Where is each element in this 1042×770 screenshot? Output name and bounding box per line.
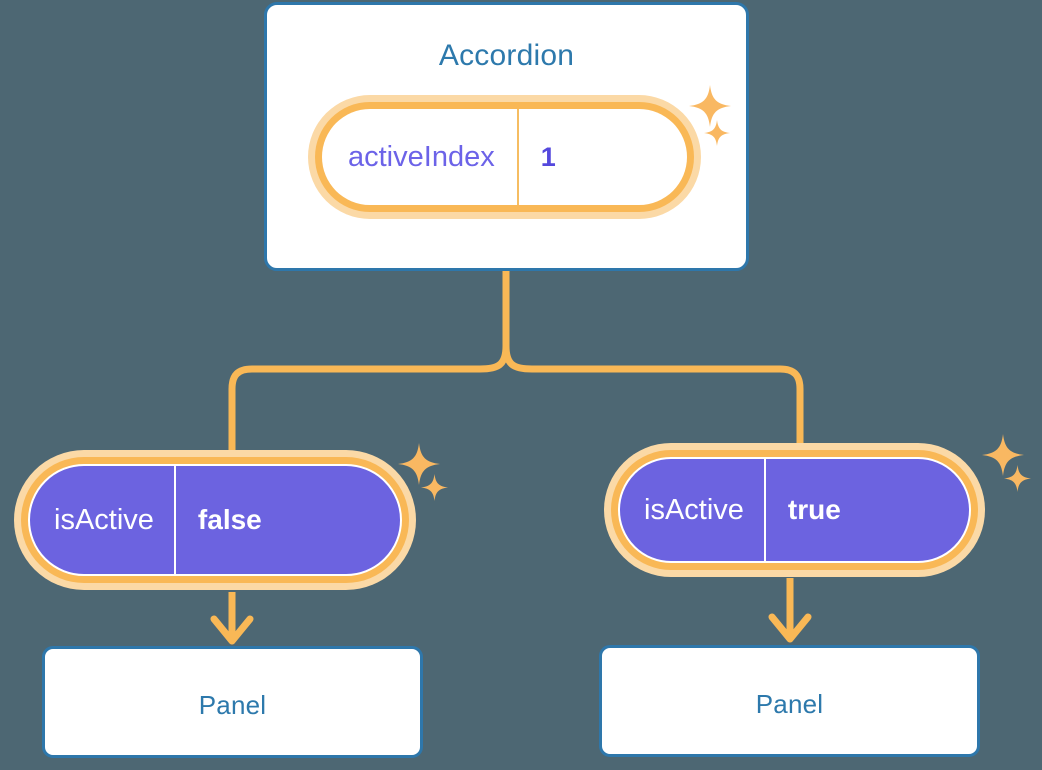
pill-ring: isActive true: [611, 450, 978, 570]
accordion-title: Accordion: [438, 39, 575, 72]
state-pill-active-index[interactable]: activeIndex 1: [308, 95, 701, 219]
state-key-label: isActive: [54, 503, 154, 536]
arrow-head-left: [210, 615, 254, 645]
pill-body: activeIndex 1: [322, 109, 687, 205]
state-value-label: false: [173, 466, 288, 574]
pill-ring: activeIndex 1: [315, 102, 694, 212]
state-value-label: true: [763, 459, 867, 561]
panel-title: Panel: [755, 689, 824, 719]
connector-branch-left: [228, 342, 510, 456]
arrow-head-right: [768, 613, 812, 643]
panel-card-right[interactable]: Panel: [599, 645, 980, 757]
connector-branch-right: [502, 342, 804, 450]
state-key-label: isActive: [644, 493, 744, 526]
state-pill-is-active-true[interactable]: isActive true: [604, 443, 985, 577]
state-pill-is-active-false[interactable]: isActive false: [14, 450, 416, 590]
panel-card-left[interactable]: Panel: [42, 646, 423, 758]
pill-ring: isActive false: [21, 457, 409, 583]
panel-title: Panel: [198, 690, 267, 720]
pill-body: isActive true: [618, 457, 971, 563]
pill-body: isActive false: [28, 464, 402, 576]
state-key-label: activeIndex: [348, 140, 495, 173]
state-value-label: 1: [516, 109, 582, 205]
